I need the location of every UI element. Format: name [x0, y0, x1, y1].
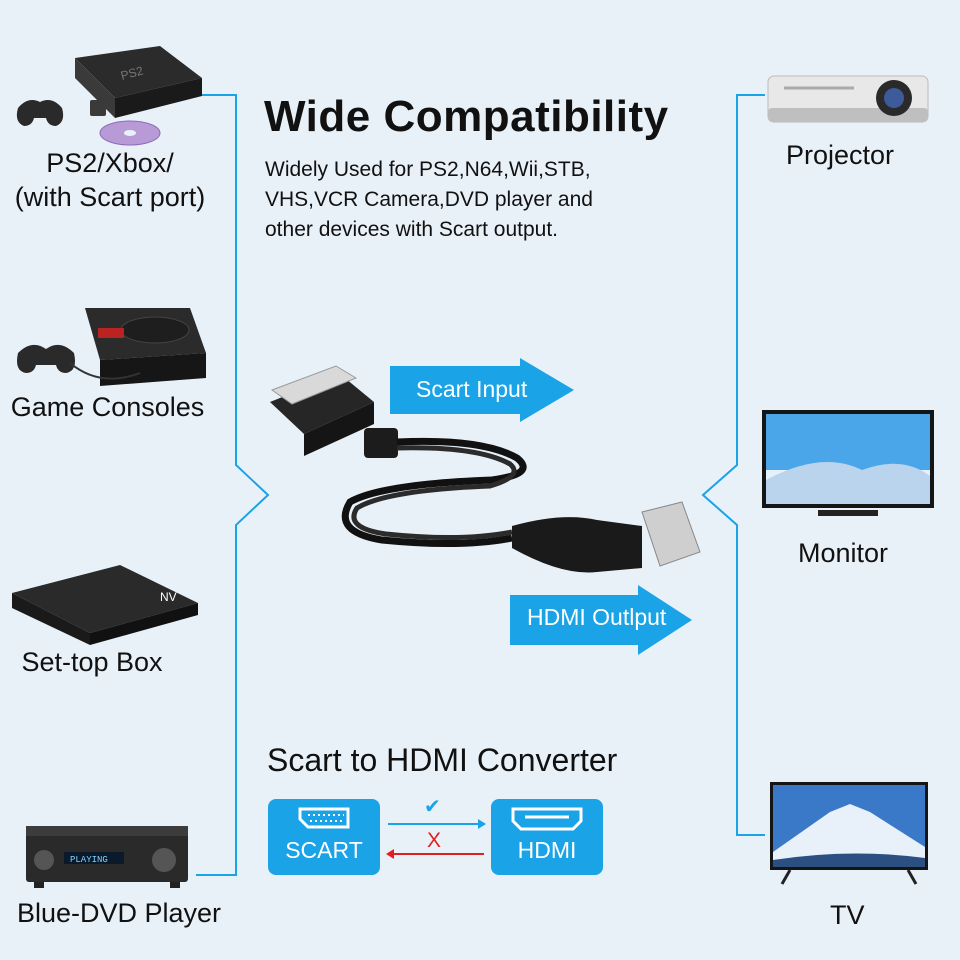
- svg-text:NV: NV: [160, 590, 177, 604]
- projector-device: [764, 68, 934, 130]
- dvd-player-label: Blue-DVD Player: [16, 898, 222, 928]
- dvd-player-device: PLAYING: [24, 822, 190, 892]
- scart-port-icon: [298, 807, 350, 829]
- svg-text:PLAYING: PLAYING: [70, 855, 108, 865]
- scart-input-arrow: [390, 358, 574, 422]
- scart-hdmi-cable: [270, 365, 701, 573]
- monitor-icon: [762, 410, 934, 516]
- monitor-device: [762, 410, 936, 522]
- converter-title: Scart to HDMI Converter: [267, 742, 618, 778]
- reverse-x-mark: X: [427, 829, 442, 852]
- scart-input-label: Scart Input: [416, 376, 528, 402]
- tv-device: [770, 782, 930, 887]
- description: Widely Used for PS2,N64,Wii,STB, VHS,VCR…: [265, 158, 593, 241]
- ps2-device: PS2: [10, 38, 210, 148]
- set-top-box-label: Set-top Box: [21, 647, 163, 677]
- hdmi-badge: HDMI: [491, 799, 603, 875]
- svg-text:PS2: PS2: [119, 63, 145, 82]
- set-top-box-device: NV: [10, 563, 200, 648]
- tv-label: TV: [830, 900, 865, 930]
- scart-badge-label: SCART: [285, 837, 363, 863]
- dvd-player-icon: PLAYING: [26, 826, 188, 888]
- hdmi-port-icon: [511, 807, 583, 831]
- scart-badge: SCART: [268, 799, 380, 875]
- game-consoles-label: Game Consoles: [10, 392, 205, 422]
- retro-console-device: [10, 298, 210, 393]
- tv-icon: [770, 782, 928, 885]
- projector-icon: [767, 75, 929, 123]
- ps2-label: PS2/Xbox/ (with Scart port): [14, 148, 206, 212]
- hdmi-output-arrow: [510, 585, 692, 655]
- game-console-icon: PS2: [16, 46, 202, 146]
- forward-check-icon: ✔: [424, 794, 441, 818]
- projector-label: Projector: [786, 140, 895, 170]
- retro-console-icon: [17, 308, 206, 386]
- monitor-label: Monitor: [798, 538, 889, 568]
- conversion-arrows: [386, 819, 486, 859]
- hdmi-badge-label: HDMI: [517, 837, 577, 863]
- hdmi-output-label: HDMI Outlput: [527, 604, 667, 630]
- page-title: Wide Compatibility: [264, 92, 669, 141]
- set-top-box-icon: NV: [12, 565, 198, 645]
